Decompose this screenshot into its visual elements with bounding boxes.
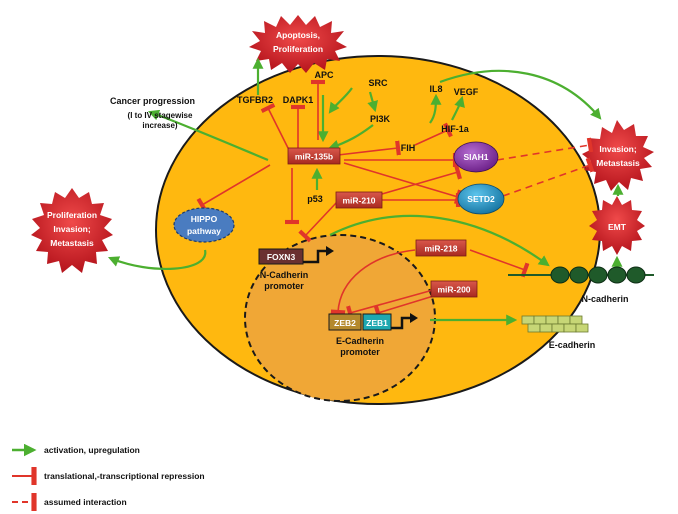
mir200-label: miR-200 (437, 285, 470, 295)
emt-text: EMT (608, 222, 627, 232)
fih-label: FIH (401, 143, 416, 153)
e-cadherin-promoter-label-1: E-Cadherin (336, 336, 384, 346)
proliferation-left-text-2: Invasion; (53, 224, 90, 234)
dapk1-label: DAPK1 (283, 95, 314, 105)
foxn3-gene: FOXN3 (258, 246, 334, 265)
n-cadherin-chain (508, 266, 654, 284)
apoptosis-text-1: Apoptosis, (276, 30, 320, 40)
zeb-genes: ZEB2 ZEB1 (328, 313, 418, 331)
cancer-progression-label: Cancer progression (110, 96, 195, 106)
mir135b-label: miR-135b (295, 152, 333, 162)
assumed-lines (496, 137, 595, 197)
invasion-right-text-2: Metastasis (596, 158, 640, 168)
e-cadherin-label: E-cadherin (549, 340, 596, 350)
src-label: SRC (368, 78, 388, 88)
hippo-label-1: HIPPO (191, 214, 218, 224)
invasion-right-text-1: Invasion; (599, 144, 636, 154)
mir210-label: miR-210 (342, 196, 375, 206)
proliferation-left-text-1: Proliferation (47, 210, 97, 220)
tgfbr2-label: TGFBR2 (237, 95, 273, 105)
apoptosis-text-2: Proliferation (273, 44, 323, 54)
vegf-label: VEGF (454, 87, 479, 97)
mir218-box: miR-218 (415, 239, 467, 257)
siah1-label: SIAH1 (463, 152, 488, 162)
repression-lines (196, 79, 530, 321)
legend-repression-label: translational,-transcriptional repressio… (44, 471, 205, 481)
apc-label: APC (314, 70, 334, 80)
mir135b-box: miR-135b (287, 147, 341, 165)
mir200-box: miR-200 (430, 280, 478, 298)
e-cadherin-segments (521, 315, 589, 333)
pi3k-label: PI3K (370, 114, 391, 124)
p53-label: p53 (307, 194, 323, 204)
proliferation-left-text-3: Metastasis (50, 238, 94, 248)
stagewise-label-2: increase) (142, 121, 177, 130)
n-cadherin-promoter-label-1: N-Cadherin (260, 270, 309, 280)
setd2-node: SETD2 (457, 183, 505, 215)
e-cadherin-promoter-label-2: promoter (340, 347, 380, 357)
n-cadherin-label: N-cadherin (581, 294, 628, 304)
activation-arrows (107, 57, 624, 326)
legend: activation, upregulation translational,-… (12, 443, 205, 511)
mir210-box: miR-210 (335, 191, 383, 209)
legend-assumed-label: assumed interaction (44, 497, 127, 507)
stagewise-label-1: (I to IV stagewise (128, 111, 193, 120)
hippo-node: HIPPO pathway (173, 207, 235, 243)
emt-burst: EMT (589, 196, 645, 255)
zeb1-label: ZEB1 (366, 318, 388, 328)
hippo-label-2: pathway (187, 226, 221, 236)
mir218-label: miR-218 (424, 244, 457, 254)
siah1-node: SIAH1 (453, 141, 499, 173)
invasion-burst-right: Invasion; Metastasis (582, 120, 654, 191)
setd2-label: SETD2 (467, 194, 495, 204)
legend-activation-label: activation, upregulation (44, 445, 140, 455)
il8-label: IL8 (429, 84, 442, 94)
apoptosis-burst: Apoptosis, Proliferation (249, 15, 347, 73)
hif1a-label: HIF-1a (441, 124, 470, 134)
proliferation-burst-left: Proliferation Invasion; Metastasis (31, 188, 113, 273)
foxn3-label: FOXN3 (267, 252, 296, 262)
n-cadherin-promoter-label-2: promoter (264, 281, 304, 291)
zeb2-label: ZEB2 (334, 318, 356, 328)
